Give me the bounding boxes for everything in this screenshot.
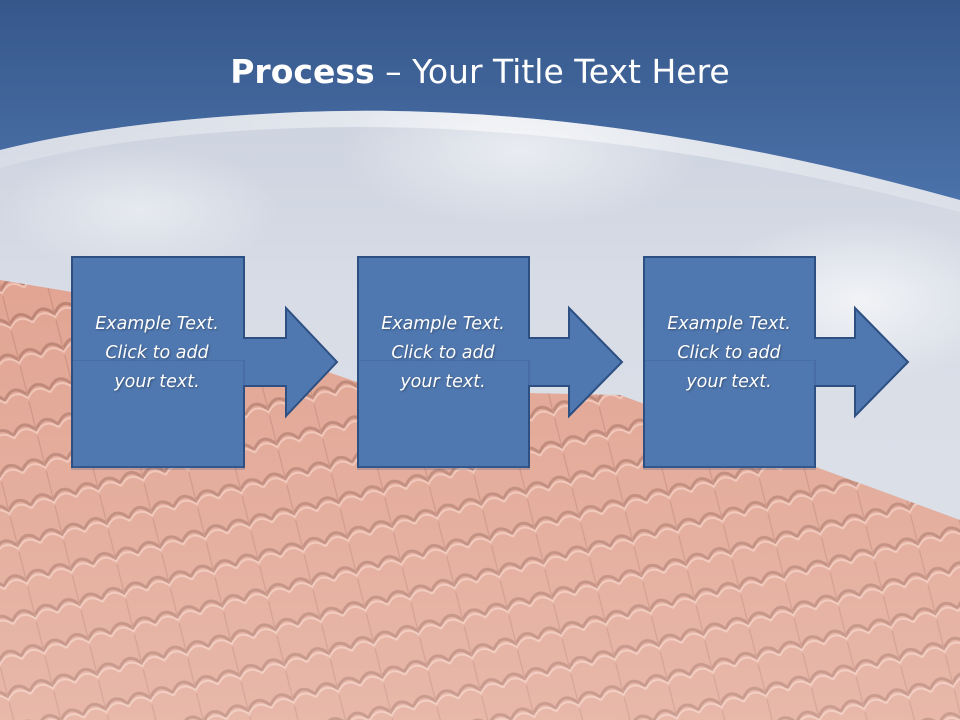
step-text[interactable]: Example Text. Click to add your text. bbox=[71, 310, 243, 397]
step-text-line: Example Text. bbox=[95, 314, 219, 334]
step-text-line: your text. bbox=[400, 372, 486, 392]
step-text-line: Click to add bbox=[391, 343, 495, 363]
slide-title[interactable]: Process – Your Title Text Here bbox=[0, 52, 960, 91]
process-step-2[interactable]: Example Text. Click to add your text. bbox=[357, 256, 697, 470]
step-text[interactable]: Example Text. Click to add your text. bbox=[357, 310, 529, 397]
step-reflection bbox=[643, 360, 816, 470]
step-text-line: Example Text. bbox=[667, 314, 791, 334]
step-text-line: your text. bbox=[114, 372, 200, 392]
step-arrow-shape bbox=[357, 256, 624, 468]
step-arrow-shape bbox=[71, 256, 339, 468]
step-text-line: Click to add bbox=[677, 343, 781, 363]
title-rest-part: – Your Title Text Here bbox=[374, 52, 730, 91]
step-arrow-shape bbox=[643, 256, 910, 468]
process-step-1[interactable]: Example Text. Click to add your text. bbox=[71, 256, 411, 470]
step-reflection bbox=[71, 360, 245, 470]
title-bold-part: Process bbox=[230, 52, 375, 91]
step-text-line: your text. bbox=[686, 372, 772, 392]
step-text-line: Click to add bbox=[105, 343, 209, 363]
process-step-3[interactable]: Example Text. Click to add your text. bbox=[643, 256, 960, 470]
step-text-line: Example Text. bbox=[381, 314, 505, 334]
step-text[interactable]: Example Text. Click to add your text. bbox=[643, 310, 815, 397]
header-band bbox=[0, 0, 960, 212]
step-reflection bbox=[357, 360, 530, 470]
